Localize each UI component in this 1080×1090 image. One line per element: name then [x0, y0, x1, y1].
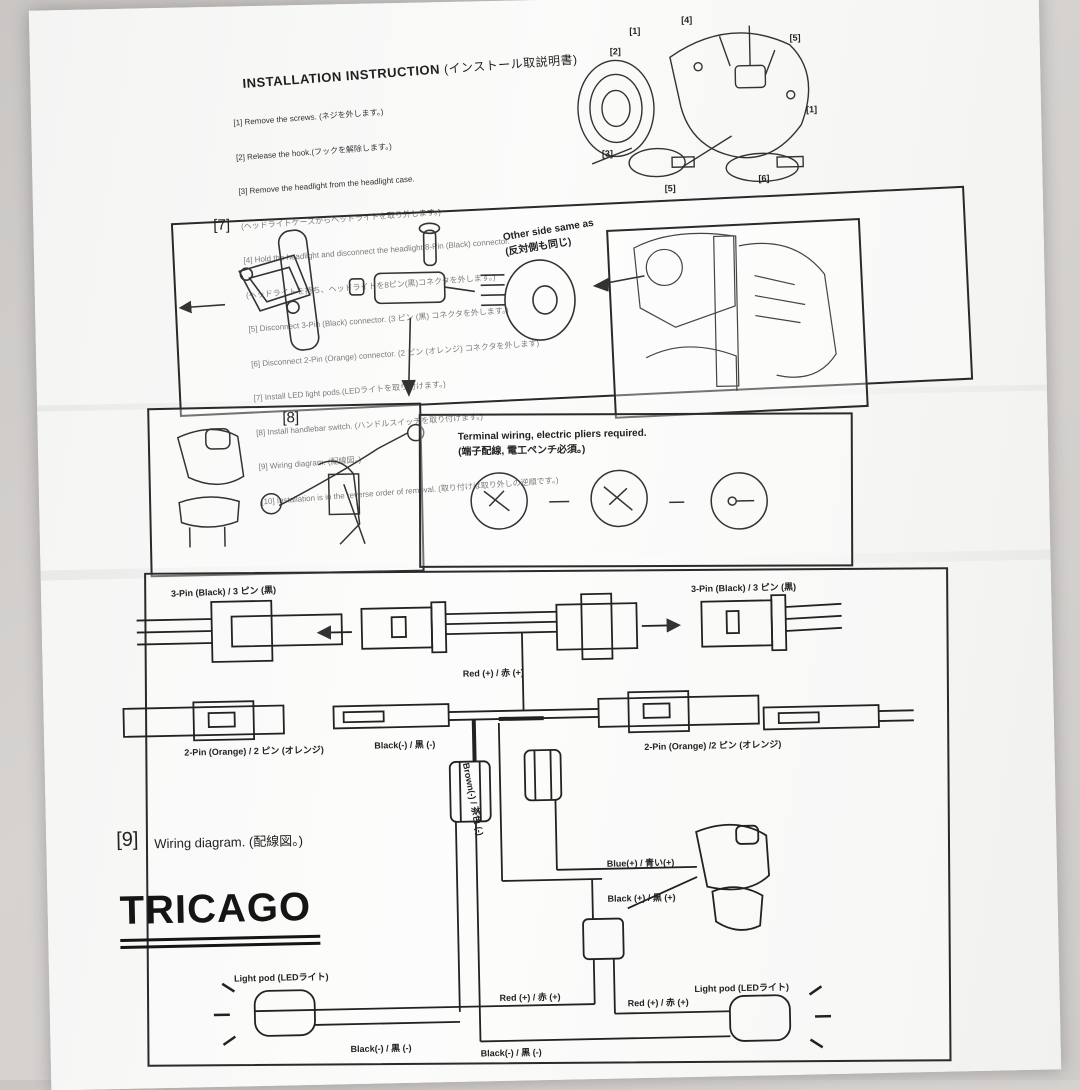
- wiring-caption: Wiring diagram. (配線図。): [154, 830, 303, 852]
- brand-logo: TRICAGO: [119, 885, 311, 934]
- blue-wire-label: Blue(+) / 青い(+): [607, 855, 675, 869]
- red-wire-label: Red (+) / 赤 (+): [463, 665, 524, 679]
- black-wire-label: Black(-) / 黒 (-): [374, 737, 435, 751]
- left-light-pod-label: Light pod (LEDライト): [234, 970, 329, 985]
- right-3pin-label: 3-Pin (Black) / 3 ピン (黒): [691, 580, 796, 595]
- black-wire-label: Black(-) / 黒 (-): [481, 1045, 542, 1059]
- black-wire-label: Black(-) / 黒 (-): [350, 1041, 411, 1055]
- instruction-sheet: INSTALLATION INSTRUCTION (インストール取説明書) [1…: [29, 0, 1061, 1090]
- step-number: [9]: [116, 829, 139, 852]
- red-wire-label: Red (+) / 赤 (+): [499, 990, 560, 1004]
- red-wire-label: Red (+) / 赤 (+): [628, 995, 689, 1009]
- right-light-pod-label: Light pod (LEDライト): [694, 980, 789, 995]
- black-plus-label: Black (+) / 黒 (+): [607, 890, 675, 904]
